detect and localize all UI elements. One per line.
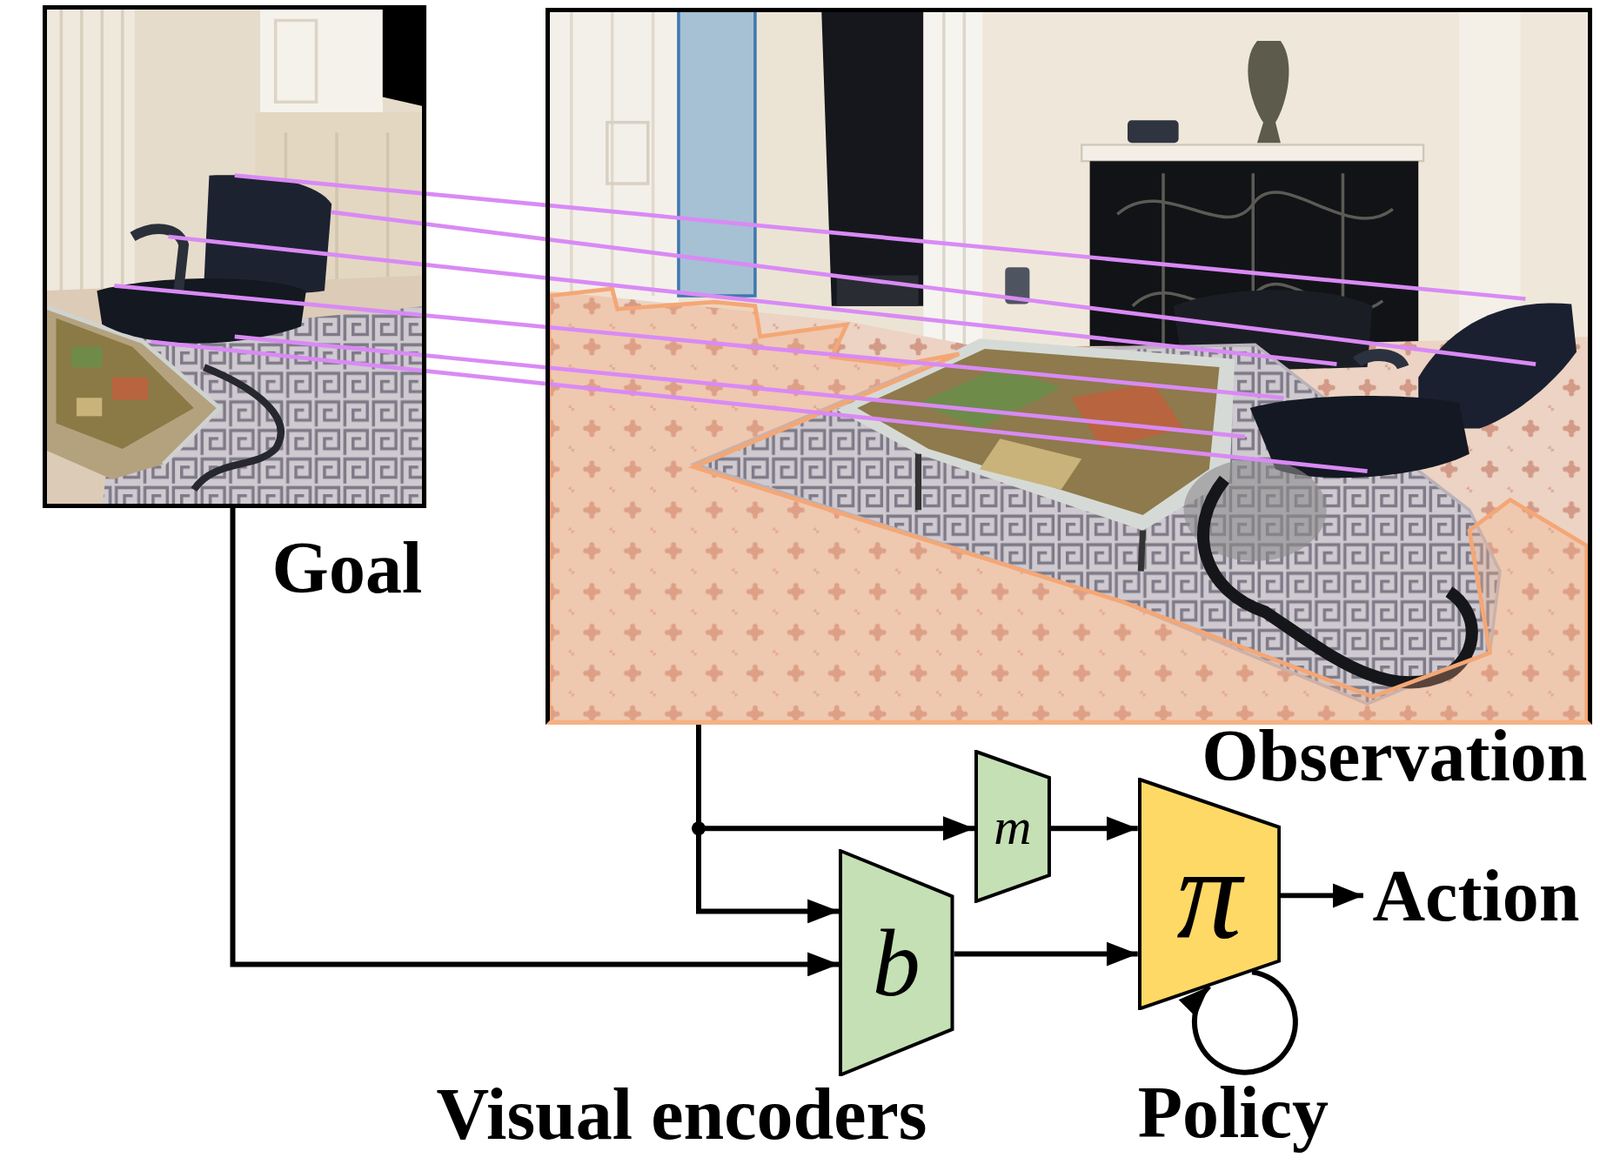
output-label-box: Action — [1372, 859, 1580, 933]
connector-line — [698, 724, 839, 912]
connector-line — [698, 724, 975, 830]
node-symbol: m — [993, 800, 1031, 853]
connector — [954, 953, 1139, 955]
action-arrow — [1280, 893, 1364, 899]
connector-line — [1051, 825, 1139, 831]
connector — [1051, 828, 1139, 830]
image-caption: Observation — [549, 719, 1587, 793]
node-symbol: b — [872, 915, 921, 1011]
group-label: Policy — [1138, 1076, 1329, 1150]
connector-line — [1194, 971, 1296, 1072]
goal-image-frame: Goal — [42, 5, 427, 509]
connector — [691, 724, 975, 837]
image-caption: Goal — [46, 531, 422, 605]
group-label-box: Visual encoders — [436, 1077, 928, 1152]
trapezoid-shape — [976, 751, 1050, 902]
group-label-box: Policy — [1138, 1076, 1329, 1150]
trapezoid-shape — [840, 850, 953, 1076]
trapezoid-shape — [1139, 779, 1279, 1009]
correspondence-lines — [113, 175, 1536, 472]
connector-line — [954, 951, 1139, 958]
connector — [1194, 971, 1296, 1072]
connector — [698, 724, 839, 912]
encoder-trapezoid: b — [838, 849, 955, 1078]
policy-trapezoid: π — [1138, 777, 1281, 1011]
observation-image-frame: Observation — [545, 7, 1592, 724]
encoder-trapezoid: m — [974, 749, 1052, 904]
observation-photo — [545, 7, 1592, 724]
output-label: Action — [1372, 859, 1580, 933]
node-symbol: π — [1176, 828, 1242, 959]
group-label: Visual encoders — [436, 1077, 928, 1152]
